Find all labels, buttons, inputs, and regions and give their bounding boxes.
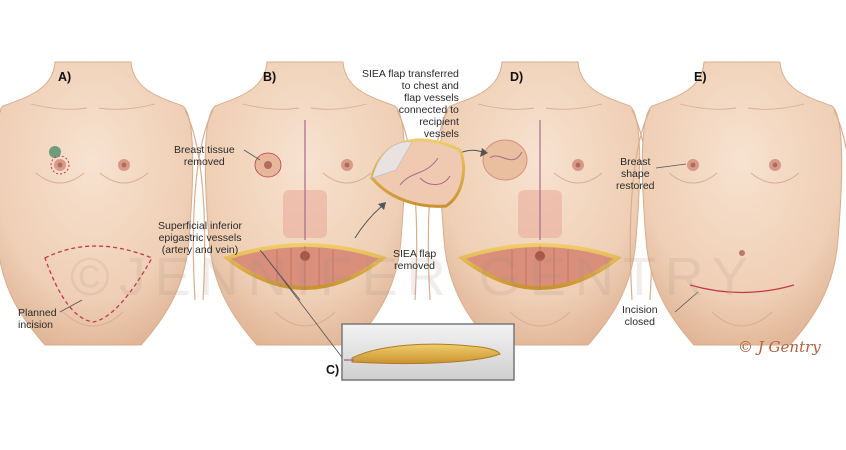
- artist-signature: © J Gentry: [738, 338, 821, 356]
- breast-e-left-contour: [668, 172, 718, 184]
- breast-b-right-nipple: [344, 162, 350, 168]
- planned-incision-outline: [44, 245, 153, 323]
- umbilicus-e: [739, 250, 745, 256]
- callout-planned-incision: [59, 299, 83, 313]
- panel-label-a: A): [58, 70, 72, 84]
- inset-c: [341, 323, 515, 381]
- flap-deepithelialized-area: [371, 141, 413, 179]
- breast-a-right-contour: [99, 172, 149, 184]
- tumor-marker: [49, 146, 61, 158]
- transferred-flap-on-chest: [482, 139, 528, 181]
- collarbone-left: [242, 103, 300, 110]
- arm-right-contour: [184, 109, 206, 301]
- arm-right-contour: [833, 109, 846, 151]
- siea-flap-floating: [354, 138, 465, 239]
- pelvis-contour: [62, 311, 124, 327]
- breast-d-right-contour: [553, 172, 603, 184]
- breast-a-right-nipple: [121, 162, 127, 168]
- collarbone-left: [30, 103, 88, 110]
- closed-incision-line: [689, 284, 795, 294]
- breast-e-right-contour: [750, 172, 800, 184]
- arrow-flap-removed-head: [378, 202, 386, 210]
- torso-d: [427, 61, 653, 346]
- inset-flap-cross-section: [351, 343, 501, 365]
- pelvis-contour: [509, 311, 571, 327]
- panel-label-b: B): [263, 70, 277, 84]
- breast-e-left-nipple: [690, 162, 696, 168]
- b-umbilicus: [300, 251, 310, 261]
- collarbone-left: [679, 103, 737, 110]
- arm-left-contour: [192, 109, 214, 301]
- collarbone-right: [545, 103, 603, 110]
- breast-d-right-nipple: [575, 162, 581, 168]
- torso-b: [192, 61, 418, 361]
- breast-incision-marker: [50, 155, 70, 175]
- callout-breast-restored: [655, 163, 687, 169]
- arm-left-contour: [629, 109, 651, 301]
- arrow-to-chest-head: [480, 148, 488, 157]
- collarbone-right: [747, 103, 805, 110]
- panel-label-d: D): [510, 70, 524, 84]
- callout-incision-closed: [674, 291, 699, 313]
- collarbone-right: [310, 103, 368, 110]
- d-umbilicus: [535, 251, 545, 261]
- pelvis-contour: [274, 311, 336, 327]
- collarbone-left: [477, 103, 535, 110]
- callout-vessels-to-c: [261, 251, 345, 361]
- breast-e-right-nipple: [772, 162, 778, 168]
- callout-breast-removed: [243, 149, 261, 161]
- watermark: ©JENNIFER GENTRY: [70, 247, 757, 307]
- arrow-flap-removed: [354, 205, 383, 239]
- torso-e: [629, 61, 846, 346]
- torso-a: [0, 61, 206, 346]
- breast-a-left-contour: [35, 172, 85, 184]
- pelvis-contour: [711, 311, 773, 327]
- panel-label-c: C): [326, 363, 340, 377]
- breast-b-left-nipple: [264, 161, 272, 169]
- breast-b-right-contour: [322, 172, 372, 184]
- breast-a-left-nipple: [57, 162, 63, 168]
- torso-body: [0, 61, 194, 346]
- connected-vessel: [489, 151, 523, 161]
- torso-body: [641, 61, 843, 346]
- flap-vessels: [399, 157, 451, 186]
- panel-label-e: E): [694, 70, 707, 84]
- collarbone-right: [98, 103, 156, 110]
